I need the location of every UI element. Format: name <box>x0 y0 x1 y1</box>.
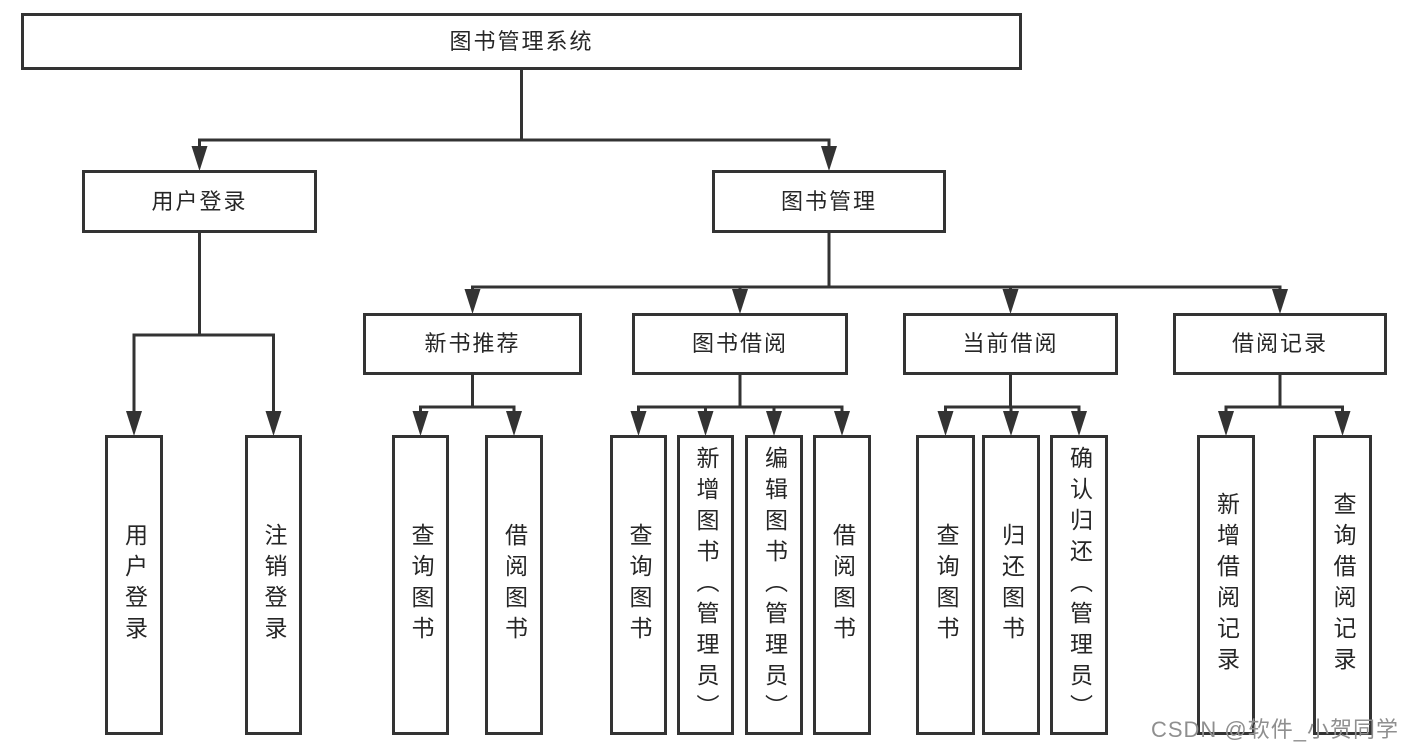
node-current-borrow: 当前借阅 <box>903 313 1118 375</box>
node-label: 借阅记录 <box>1231 331 1328 356</box>
node-root: 图书管理系统 <box>21 13 1022 70</box>
node-leaf-rec-add: 新增借阅记录 <box>1197 435 1255 735</box>
node-leaf-nb-borrow: 借阅图书 <box>485 435 543 735</box>
node-label: 新增图书（管理员） <box>693 445 719 725</box>
node-borrow-records: 借阅记录 <box>1173 313 1387 375</box>
node-label: 查询图书 <box>626 523 652 647</box>
node-label: 当前借阅 <box>962 331 1059 356</box>
node-label: 图书管理 <box>780 188 877 214</box>
node-label: 归还图书 <box>998 523 1025 647</box>
node-label: 新书推荐 <box>424 331 521 356</box>
node-leaf-bb-query: 查询图书 <box>610 435 667 735</box>
node-label: 图书借阅 <box>691 331 788 356</box>
node-book-mgmt: 图书管理 <box>712 170 946 233</box>
node-leaf-cb-return: 归还图书 <box>982 435 1040 735</box>
node-label: 新增借阅记录 <box>1213 492 1240 678</box>
node-label: 借阅图书 <box>501 523 528 647</box>
node-label: 用户登录 <box>121 523 148 647</box>
node-label: 确认归还（管理员） <box>1066 445 1093 725</box>
node-user-login: 用户登录 <box>82 170 317 233</box>
node-label: 编辑图书（管理员） <box>761 445 788 725</box>
node-leaf-bb-edit: 编辑图书（管理员） <box>745 435 803 735</box>
node-leaf-cb-query: 查询图书 <box>916 435 975 735</box>
node-leaf-bb-add: 新增图书（管理员） <box>677 435 734 735</box>
node-leaf-user-login: 用户登录 <box>105 435 163 735</box>
node-label: 查询图书 <box>933 523 959 647</box>
node-label: 图书管理系统 <box>449 28 594 54</box>
watermark: CSDN @软件_小贺同学 <box>1150 717 1399 742</box>
node-label: 借阅图书 <box>829 523 856 647</box>
node-label: 查询借阅记录 <box>1330 492 1356 678</box>
node-label: 查询图书 <box>408 523 434 647</box>
node-leaf-nb-query: 查询图书 <box>392 435 449 735</box>
node-book-borrow: 图书借阅 <box>632 313 848 375</box>
node-leaf-cb-confirm: 确认归还（管理员） <box>1050 435 1108 735</box>
node-leaf-logout: 注销登录 <box>245 435 302 735</box>
node-new-book-rec: 新书推荐 <box>363 313 582 375</box>
node-label: 注销登录 <box>261 523 287 647</box>
node-leaf-bb-borrow: 借阅图书 <box>813 435 871 735</box>
node-label: 用户登录 <box>151 188 248 214</box>
node-leaf-rec-query: 查询借阅记录 <box>1313 435 1372 735</box>
